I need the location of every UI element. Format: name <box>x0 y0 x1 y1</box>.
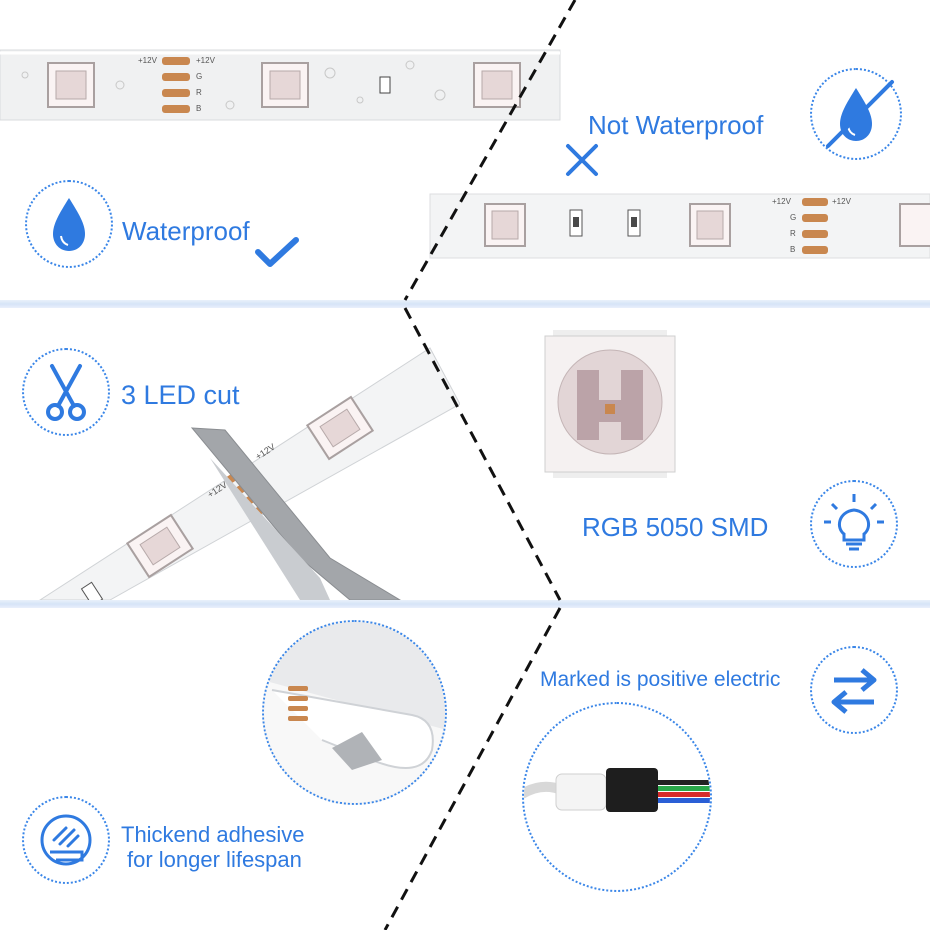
smd-icon-ring <box>810 480 898 568</box>
strip-label-12v-left: +12V <box>138 56 158 65</box>
adhesive-icon-ring <box>22 796 110 884</box>
strip2-label-12v-left: +12V <box>772 197 792 206</box>
strip2-label-g: G <box>790 213 796 222</box>
panel-adhesive-and-polarity: Thickend adhesive for longer lifespan Ma… <box>0 608 930 930</box>
strip-label-12v-right: +12V <box>196 56 216 65</box>
smd-label: RGB 5050 SMD <box>582 512 769 542</box>
panel-separator-2 <box>0 600 930 608</box>
cut-label: 3 LED cut <box>121 380 240 410</box>
adhesive-closeup-ring <box>262 620 447 805</box>
adhesive-tape-icon <box>40 814 92 866</box>
adhesive-label-line2: for longer lifespan <box>127 847 302 872</box>
panel-separator-1 <box>0 300 930 308</box>
strip2-label-b: B <box>790 245 795 254</box>
not-waterproof-icon-ring <box>810 68 902 160</box>
diagonal-led-strip: +12V +12V <box>39 347 460 600</box>
strip-label-b: B <box>196 104 201 113</box>
rgb-connector-closeup <box>524 768 710 812</box>
scissors-icon <box>46 364 86 421</box>
light-bulb-icon <box>824 494 884 551</box>
waterproof-led-strip: +12V +12V G R B <box>0 49 561 121</box>
not-waterproof-label: Not Waterproof <box>588 110 764 140</box>
polarity-label: Marked is positive electric <box>540 668 781 691</box>
adhesive-peel-closeup <box>264 622 445 803</box>
cross-icon <box>566 144 598 176</box>
check-icon <box>255 237 299 267</box>
polarity-icon-ring <box>810 646 898 734</box>
panel-waterproof-comparison: +12V +12V G R B Waterproof <box>0 0 930 300</box>
swap-arrows-icon <box>831 668 877 714</box>
cut-icon-ring <box>22 348 110 436</box>
adhesive-label-line1: Thickend adhesive <box>121 822 305 847</box>
strip-label-g: G <box>196 72 202 81</box>
panel-cut-and-smd: +12V +12V 3 LED cut RGB 5050 SMD <box>0 308 930 600</box>
strip-label-r: R <box>196 88 202 97</box>
strip2-label-12v-right: +12V <box>832 197 852 206</box>
non-waterproof-led-strip: +12V +12V G R B <box>429 193 930 259</box>
rgb-5050-smd-chip <box>544 330 676 478</box>
waterproof-label: Waterproof <box>122 216 250 246</box>
waterproof-icon-ring <box>25 180 113 268</box>
water-drop-crossed-icon <box>826 80 894 148</box>
water-drop-icon <box>53 198 85 251</box>
strip2-label-r: R <box>790 229 796 238</box>
connector-closeup-ring <box>522 702 712 892</box>
